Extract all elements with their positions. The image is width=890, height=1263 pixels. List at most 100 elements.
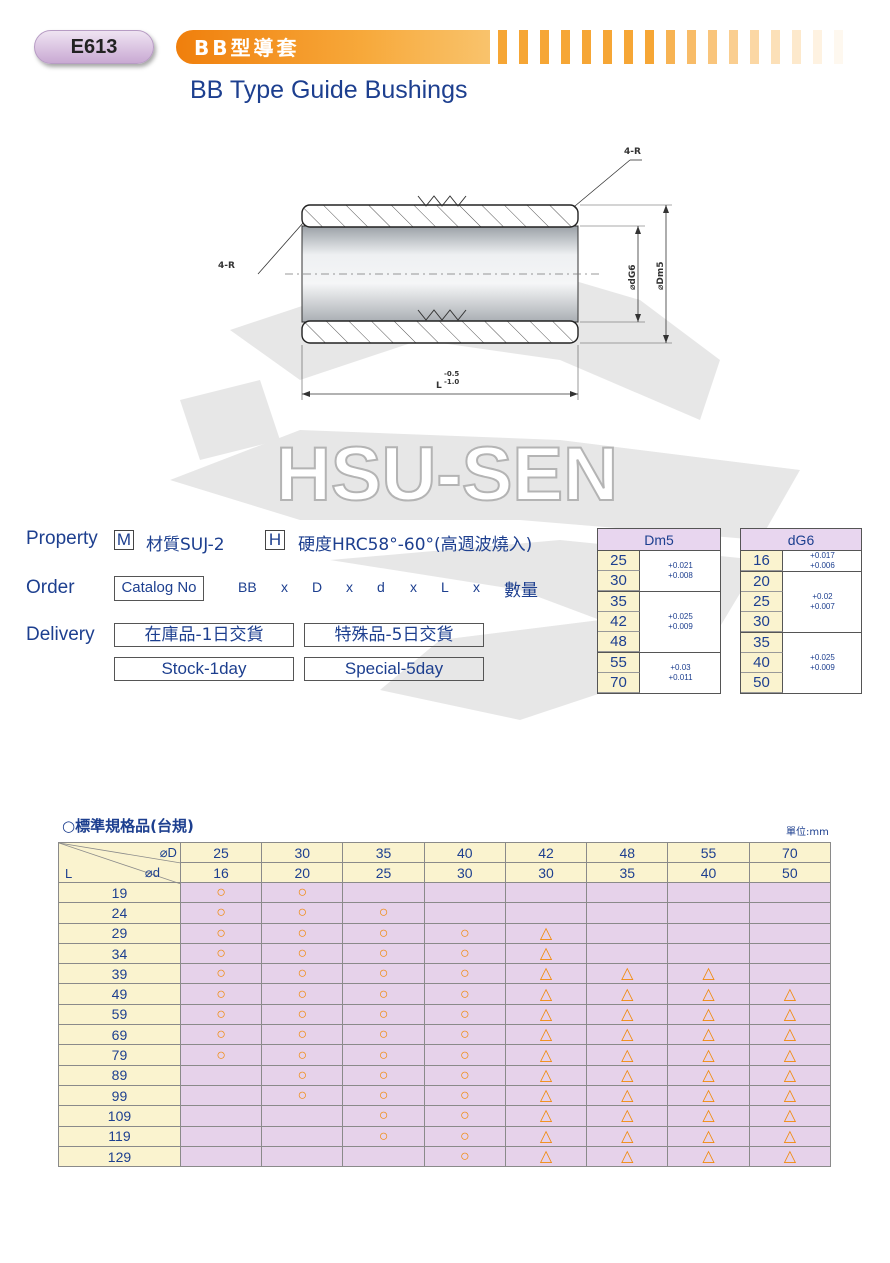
availability-cell: ○ [261,963,344,985]
length-tol-lower: -1.0 [444,378,459,386]
triangle-mark-icon: △ [783,1087,796,1105]
triangle-mark-icon: △ [621,985,634,1003]
triangle-mark-icon: △ [539,1005,553,1023]
table-row: 24○○○ [58,902,832,924]
triangle-mark-icon: △ [702,1066,715,1084]
row-length-cell: 39 [58,963,181,985]
corner-D-label: ⌀D [159,845,177,860]
circle-mark-icon: ○ [297,924,308,942]
circle-mark-icon: ○ [459,965,470,983]
availability-cell: ○ [261,942,344,965]
col-header-d: 20 [261,862,344,883]
triangle-mark-icon: △ [702,1148,715,1165]
availability-cell: △ [667,1024,750,1046]
table-row: 29○○○○△ [58,922,832,944]
circle-mark-icon: ○ [297,985,308,1003]
availability-cell [342,1145,425,1168]
corner-diagonals [59,843,181,884]
triangle-mark-icon: △ [702,1026,715,1044]
dm5-group: 35 42 48 +0.025+0.009 [598,592,720,653]
availability-cell: ○ [423,942,506,965]
col-header-d: 35 [586,862,669,883]
availability-cell: ○ [423,1024,506,1046]
availability-cell: △ [667,1105,750,1127]
dg6-group: 20 25 30 +0.02+0.007 [741,572,861,633]
availability-cell: △ [586,1024,669,1046]
dg6-group: 16 +0.017+0.006 [741,551,861,572]
circle-mark-icon: ○ [378,965,389,983]
availability-cell: ○ [423,922,506,944]
catalog-code-badge: E613 [34,30,154,64]
special-en-box: Special-5day [304,657,484,681]
col-header-D: 55 [667,842,750,863]
availability-cell: ○ [179,1044,263,1066]
circle-mark-icon: ○ [459,1107,470,1125]
availability-cell [667,881,750,904]
availability-cell: △ [667,1145,750,1168]
availability-cell: ○ [342,1003,425,1026]
availability-cell: △ [504,942,588,965]
bushing-drawing: 4-R 4-R ⌀dG6 ⌀Dm5 L -0.5 -1.0 [218,147,672,400]
availability-cell [748,881,832,904]
availability-cell: △ [586,1145,669,1168]
table-row: 119○○△△△△ [58,1125,832,1147]
triangle-mark-icon: △ [621,1026,634,1044]
availability-cell: △ [504,1024,588,1046]
dg6-value: 40 [741,653,783,673]
circle-mark-icon: ○ [216,1005,226,1023]
col-header-D: 40 [423,842,506,863]
availability-cell [423,881,506,904]
dg6-range: +0.02+0.007 [810,592,835,611]
availability-cell: △ [504,1105,588,1127]
order-d-upper: D [312,579,323,595]
dm5-group: 55 70 +0.03+0.011 [598,653,720,693]
triangle-mark-icon: △ [621,1087,634,1105]
availability-cell: △ [748,1145,832,1168]
availability-cell [667,922,750,944]
title-zh: BB型導套 [194,36,300,60]
row-length-cell: 24 [58,902,181,924]
corner-L-label: L [65,866,73,881]
availability-cell: ○ [179,1024,263,1046]
dg6-group: 35 40 50 +0.025+0.009 [741,633,861,693]
order-sep-4: x [473,579,480,595]
triangle-mark-icon: △ [783,1046,796,1064]
table-corner-cell: ⌀D L ⌀d [58,842,181,884]
delivery-label: Delivery [26,624,95,645]
bushing-wall-bottom [301,320,579,344]
availability-cell: △ [586,1044,669,1066]
circle-mark-icon: ○ [378,1087,389,1105]
availability-cell: ○ [342,983,425,1005]
availability-cell [748,942,832,965]
triangle-mark-icon: △ [783,985,796,1003]
availability-cell: △ [667,1044,750,1066]
availability-cell: △ [748,1044,832,1066]
row-length-cell: 19 [58,881,181,904]
unit-label: 單位:mm [786,827,829,838]
row-length-cell: 29 [58,922,181,944]
table-row: 89○○○△△△△ [58,1064,832,1086]
availability-cell: △ [586,1084,669,1107]
availability-cell [261,1105,344,1127]
order-l: L [441,579,449,595]
row-length-cell: 49 [58,983,181,1005]
order-sep-2: x [346,579,353,595]
stock-en-box: Stock-1day [114,657,294,681]
circle-mark-icon: ○ [216,904,226,922]
availability-cell: △ [504,1084,588,1107]
circle-mark-icon: ○ [297,1066,308,1084]
circle-mark-icon: ○ [297,1026,308,1044]
availability-cell: △ [586,983,669,1005]
watermark-text: HSU-SEN [276,432,618,517]
hardness-value: 硬度HRC58°-60°(高週波燒入) [298,535,533,555]
dg6-value: 25 [741,592,783,612]
triangle-mark-icon: △ [539,1046,553,1064]
availability-cell [586,881,669,904]
availability-cell: ○ [423,1064,506,1086]
col-header-D: 42 [504,842,588,863]
triangle-mark-icon: △ [539,1107,553,1125]
availability-cell: ○ [179,902,263,924]
length-tol-upper: -0.5 [444,370,459,378]
row-length-cell: 129 [58,1145,181,1168]
